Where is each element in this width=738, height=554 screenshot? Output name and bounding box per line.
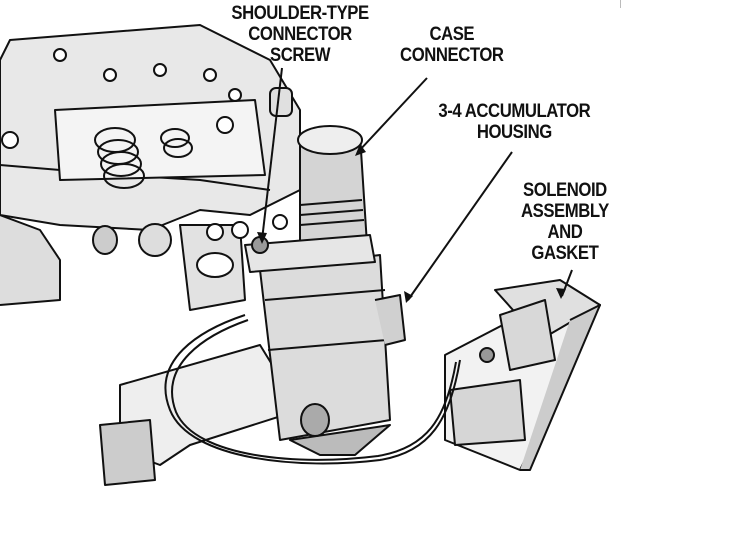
accumulator-housing-label: 3-4 ACCUMULATOR HOUSING — [438, 101, 591, 143]
case-connector-label: CASE CONNECTOR — [400, 24, 504, 66]
shoulder-screw-label: SHOULDER-TYPE CONNECTOR SCREW — [231, 3, 369, 66]
spring-left — [94, 127, 145, 189]
solenoid-assembly — [444, 279, 601, 471]
wiring-harness — [164, 314, 461, 465]
page-edge-mark — [620, 0, 621, 8]
solenoid-assembly-label: SOLENOID ASSEMBLY AND GASKET — [520, 180, 609, 264]
accumulator-housing — [259, 254, 406, 456]
case-connector — [244, 125, 376, 273]
leader-lines — [261, 67, 573, 301]
mounting-bracket — [99, 344, 301, 486]
valve-body — [0, 24, 301, 311]
leader-arrowheads — [257, 144, 566, 303]
spring-right — [160, 128, 193, 158]
shoulder-screw — [269, 87, 293, 117]
